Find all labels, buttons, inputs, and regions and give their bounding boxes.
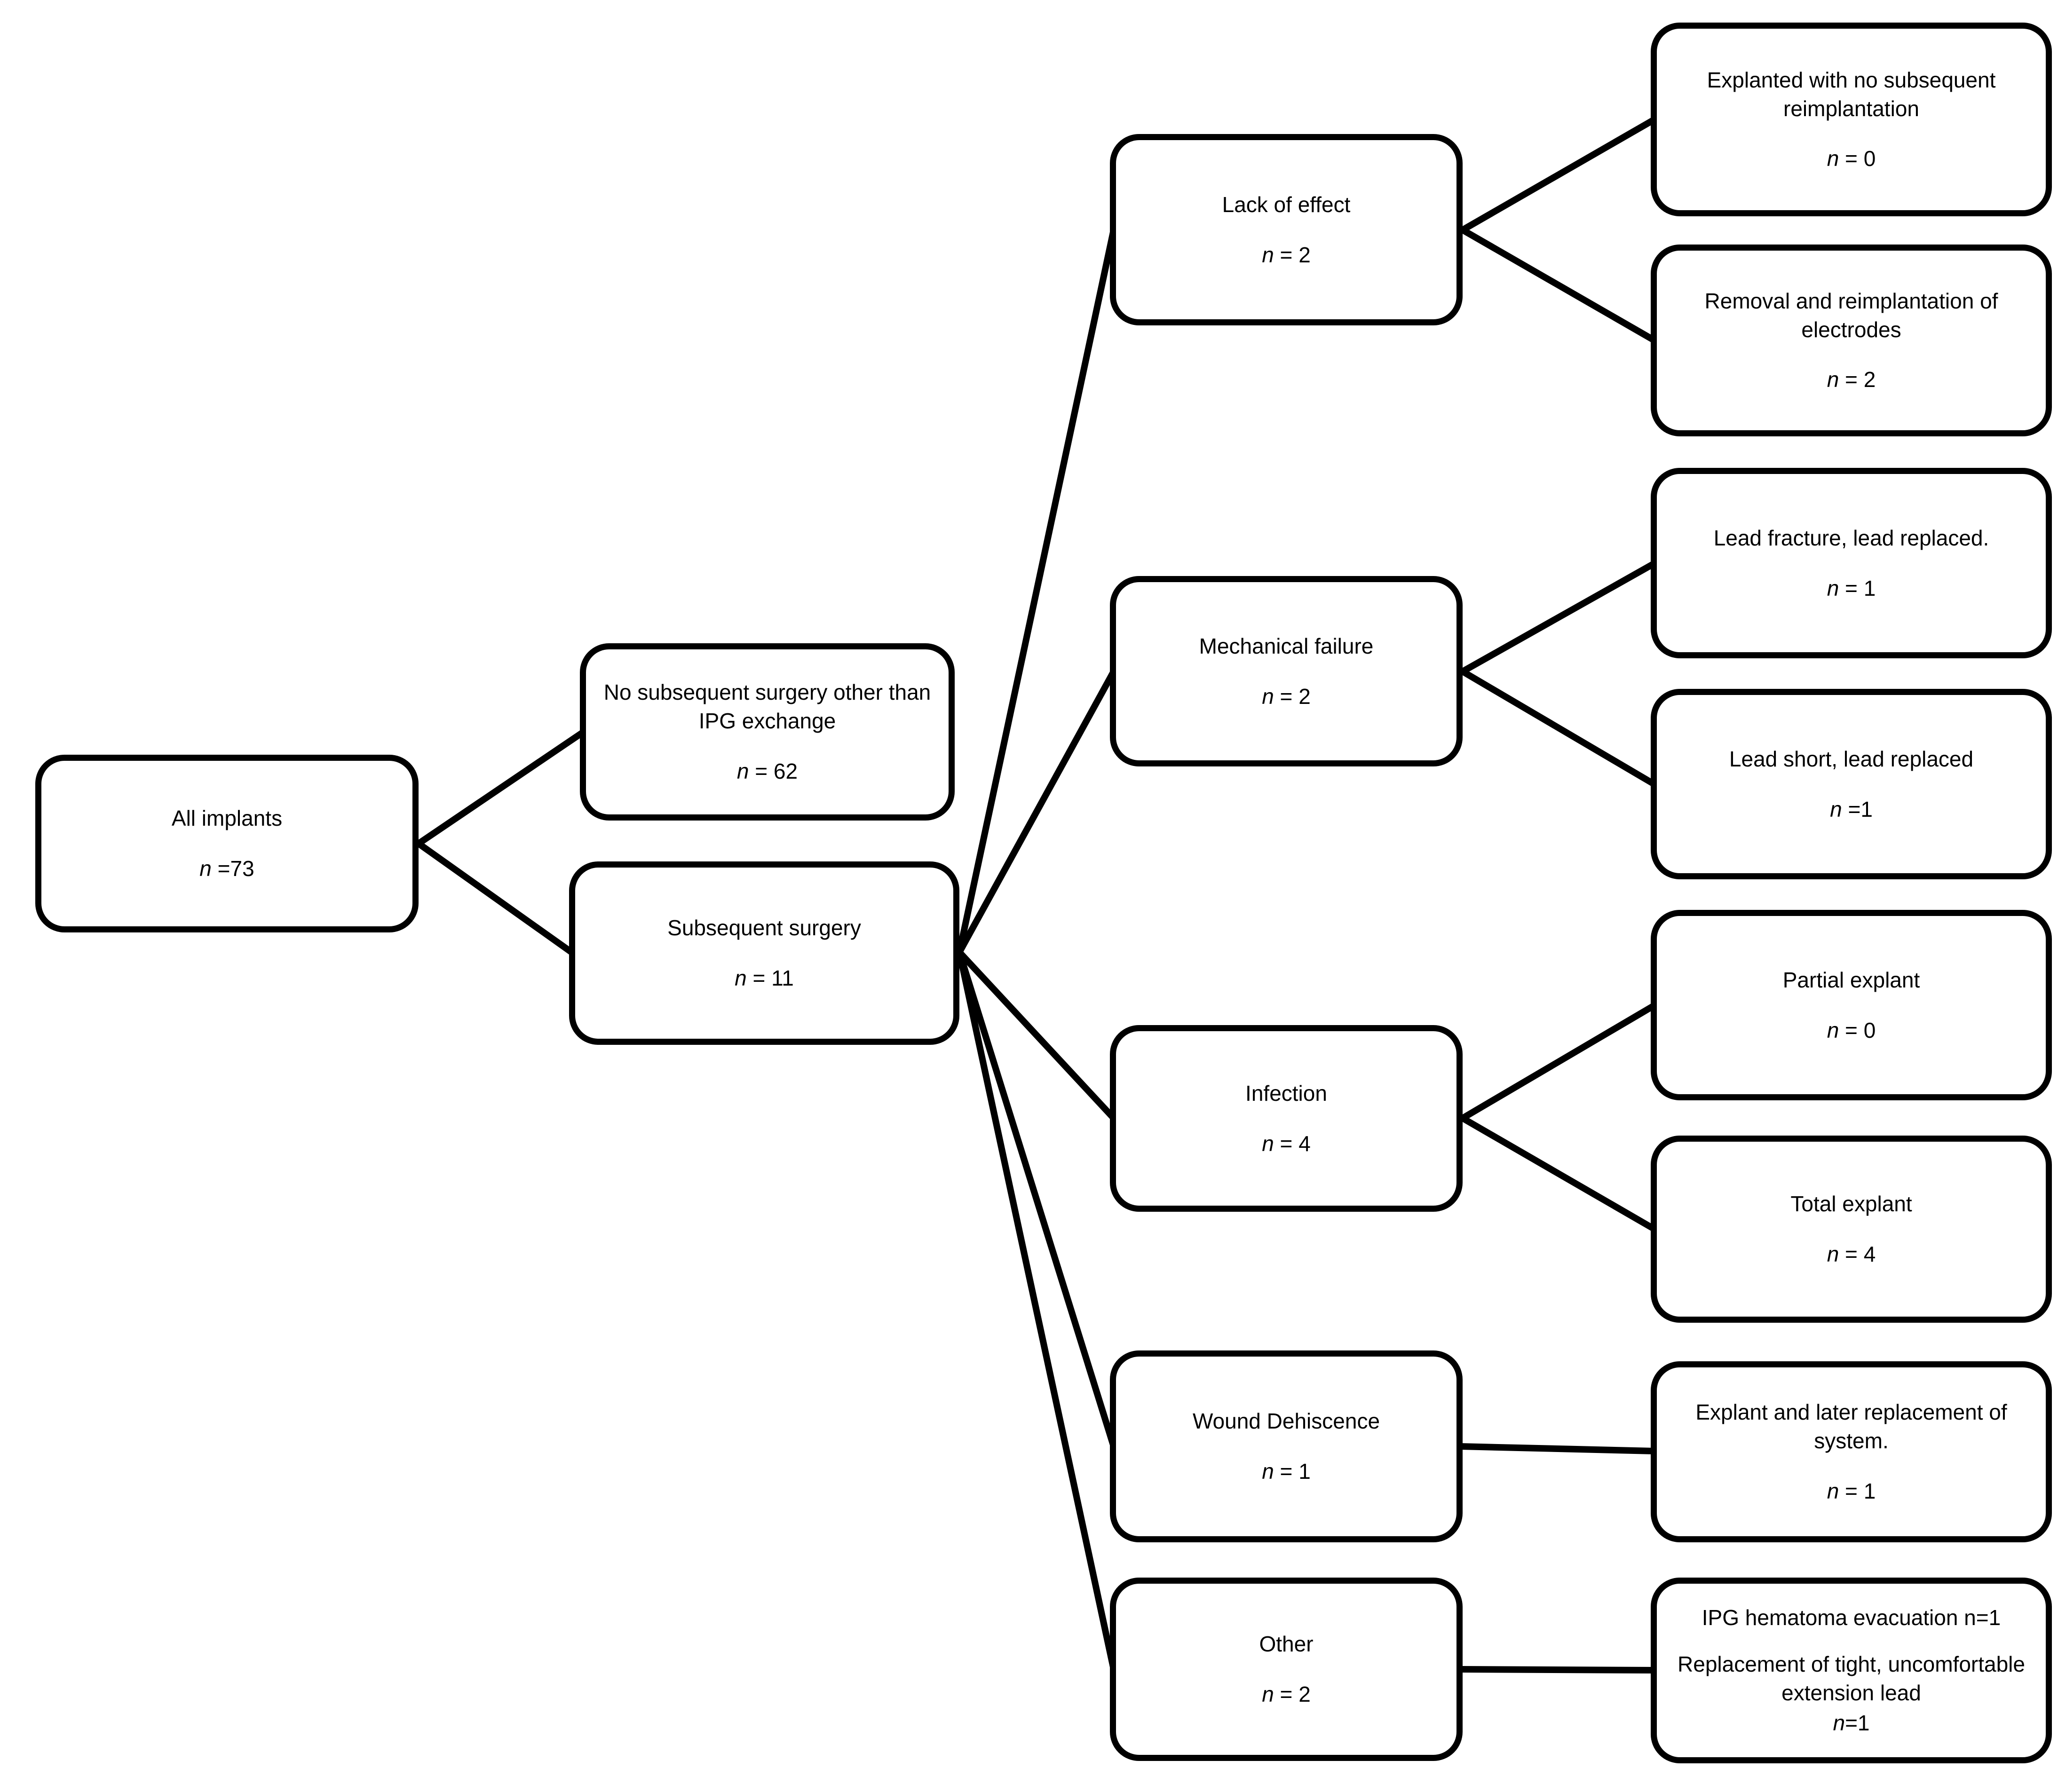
node-label: Lead short, lead replaced [1729, 746, 1974, 771]
node-label: Mechanical failure [1199, 633, 1374, 658]
node-label: Wound Dehiscence [1192, 1409, 1380, 1434]
node-lead-fracture: Lead fracture, lead replaced. n = 1 [1651, 468, 2052, 658]
node-count: n=1 [1833, 1711, 1870, 1736]
node-detail-line: IPG hematoma evacuation n=1 [1702, 1605, 2001, 1630]
connector-mechanical-to-fracture [1461, 560, 1656, 675]
connector-all-to-subsequent [416, 841, 575, 956]
node-count: n =1 [1830, 797, 1873, 821]
node-partial-explant: Partial explant n = 0 [1651, 910, 2052, 1100]
node-subsequent-surgery: Subsequent surgery n = 11 [569, 861, 959, 1045]
node-count: n = 4 [1827, 1242, 1876, 1266]
node-explanted-no-reimplantation: Explanted with no subsequent reimplantat… [1651, 23, 2052, 216]
node-label: Lead fracture, lead replaced. [1713, 525, 1989, 550]
node-count: n = 2 [1262, 684, 1311, 709]
node-other-detail: IPG hematoma evacuation n=1 Replacement … [1651, 1578, 2052, 1763]
node-infection: Infection n = 4 [1110, 1025, 1463, 1212]
node-count: n = 2 [1262, 1682, 1311, 1706]
node-label: Other [1259, 1632, 1314, 1657]
node-total-explant: Total explant n = 4 [1651, 1136, 2052, 1323]
node-count: n = 1 [1262, 1459, 1311, 1484]
node-count: n = 2 [1262, 242, 1311, 267]
connector-subsequent-to-wound [956, 951, 1117, 1448]
node-other: Other n = 2 [1110, 1578, 1463, 1761]
node-mechanical-failure: Mechanical failure n = 2 [1110, 576, 1463, 766]
node-label: Partial explant [1782, 967, 1920, 992]
connector-subsequent-to-infection [957, 950, 1116, 1121]
node-label: All implants [171, 806, 283, 831]
connector-group [416, 116, 1656, 1674]
connector-wound-to-explantreplace [1460, 1443, 1655, 1454]
connector-infection-to-total [1461, 1115, 1656, 1232]
connector-subsequent-to-lackofeffect [956, 229, 1117, 953]
connector-lackofeffect-to-removal [1461, 227, 1656, 344]
node-label: Replacement of tight, uncomfortable exte… [1678, 1651, 2025, 1705]
node-count: n = 11 [735, 966, 794, 990]
connector-subsequent-to-other [956, 951, 1117, 1670]
node-label: Explant and later replacement of system. [1695, 1400, 2007, 1453]
node-count: n =73 [199, 856, 254, 881]
node-explant-later-replacement: Explant and later replacement of system.… [1651, 1361, 2052, 1542]
node-all-implants: All implants n =73 [35, 755, 419, 932]
node-count: n = 0 [1827, 1018, 1876, 1042]
node-count: n = 1 [1827, 576, 1876, 600]
node-count: n = 0 [1827, 146, 1876, 171]
connector-mechanical-to-short [1461, 668, 1656, 788]
node-label: Infection [1245, 1081, 1327, 1105]
node-label: Removal and reimplantation of electrodes [1704, 288, 1998, 342]
node-removal-reimplantation-electrodes: Removal and reimplantation of electrodes… [1651, 245, 2052, 436]
connector-infection-to-partial [1461, 1002, 1656, 1121]
connector-lackofeffect-to-explanted [1461, 116, 1656, 233]
connector-subsequent-to-mechanical [956, 670, 1117, 954]
node-lead-short: Lead short, lead replaced n =1 [1651, 689, 2052, 879]
node-label: Total explant [1790, 1192, 1912, 1216]
node-count: n = 1 [1827, 1478, 1876, 1503]
node-wound-dehiscence: Wound Dehiscence n = 1 [1110, 1350, 1463, 1542]
node-label: No subsequent surgery other than IPG exc… [603, 680, 931, 734]
node-label: Explanted with no subsequent reimplantat… [1707, 67, 1996, 121]
node-count: n = 62 [736, 758, 798, 783]
node-no-subsequent-surgery: No subsequent surgery other than IPG exc… [580, 643, 955, 821]
node-lack-of-effect: Lack of effect n = 2 [1110, 134, 1463, 325]
node-label: Subsequent surgery [667, 916, 861, 940]
node-label: Lack of effect [1222, 192, 1351, 217]
connector-all-to-nosubsequent [417, 729, 585, 846]
node-count: n = 2 [1827, 367, 1876, 392]
connector-other-to-detail [1460, 1666, 1655, 1674]
node-count: n = 4 [1262, 1131, 1311, 1156]
